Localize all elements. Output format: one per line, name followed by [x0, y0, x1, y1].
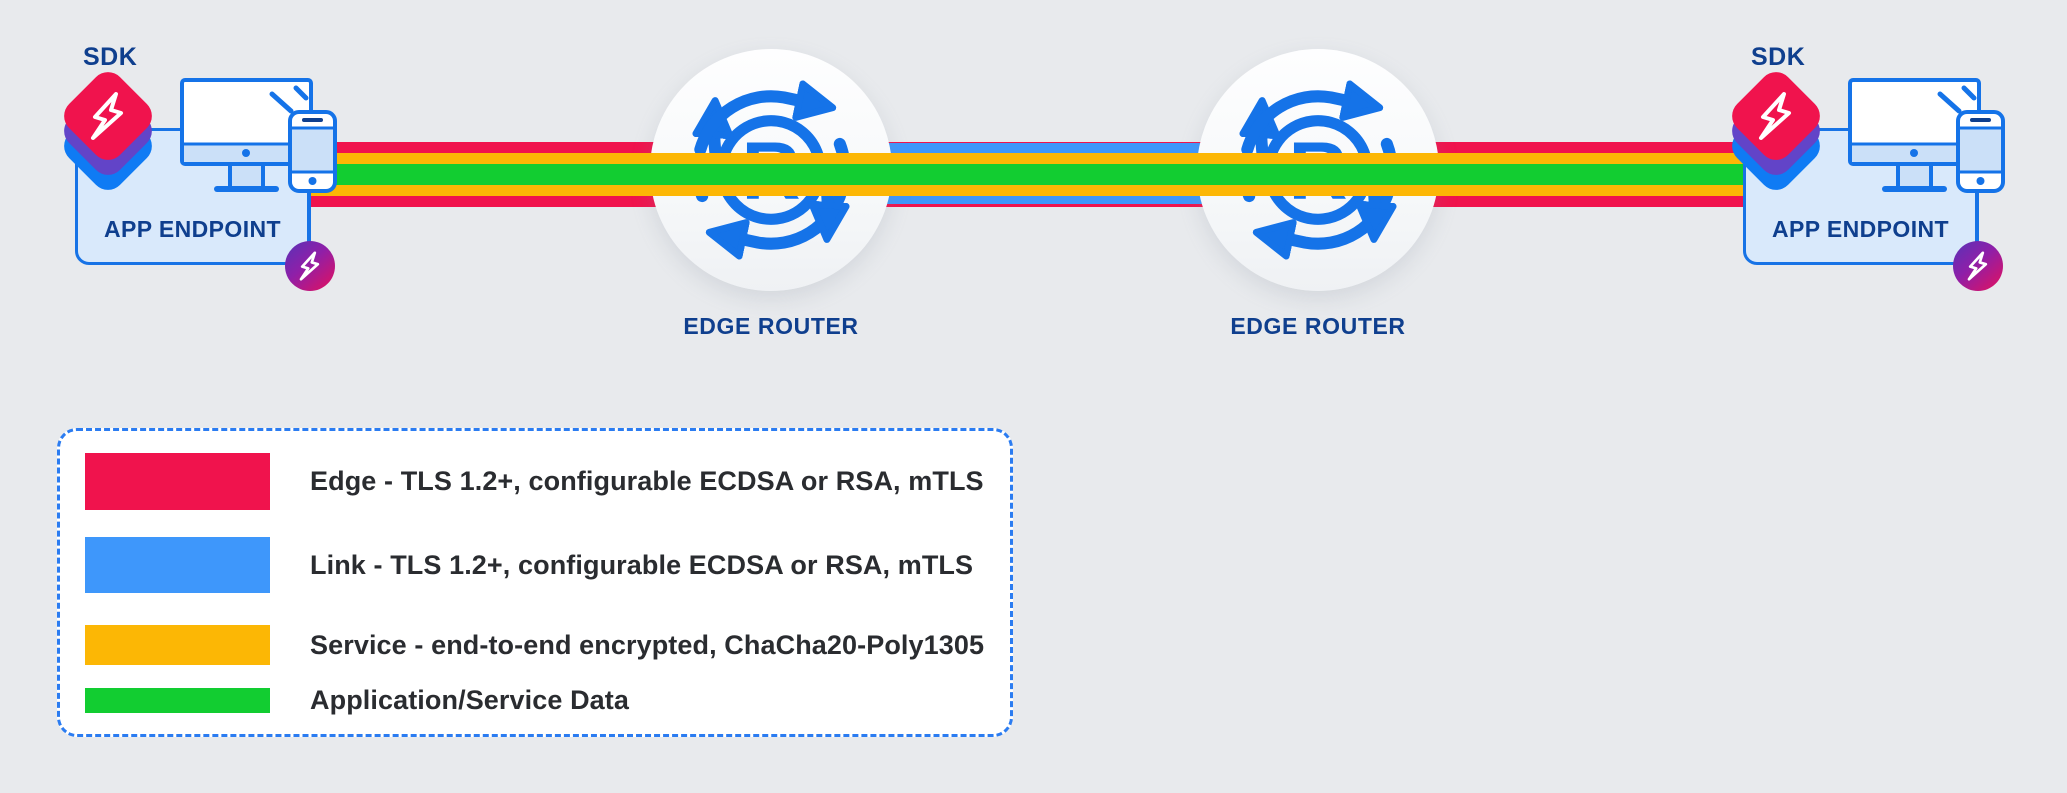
lightning-bolt-icon — [299, 251, 320, 281]
sdk-label: SDK — [83, 43, 138, 71]
legend-label-service: Service - end-to-end encrypted, ChaCha20… — [310, 629, 985, 660]
app-endpoint-label: APP ENDPOINT — [1772, 216, 1949, 242]
identity-badge — [1953, 241, 2003, 291]
service-channel-bottom-line — [310, 185, 1743, 196]
legend-label-link: Link - TLS 1.2+, configurable ECDSA or R… — [310, 549, 974, 580]
link-channel-bottom-line — [771, 194, 1318, 204]
legend-row-edge: Edge - TLS 1.2+, configurable ECDSA or R… — [85, 453, 998, 510]
edge-router-right: R EDGE ROUTER — [1197, 49, 1439, 349]
edge-router-label: EDGE ROUTER — [1230, 313, 1406, 339]
legend-row-service: Service - end-to-end encrypted, ChaCha20… — [85, 625, 998, 665]
app-endpoint-left: SDK APP ENDPOINT — [55, 40, 345, 300]
sdk-label: SDK — [1751, 43, 1806, 71]
endpoint-badge-connector — [308, 190, 311, 276]
legend-swatch-link — [85, 537, 270, 593]
app-endpoint-label: APP ENDPOINT — [104, 216, 281, 242]
mobile-phone-icon — [288, 110, 337, 193]
legend-label-edge: Edge - TLS 1.2+, configurable ECDSA or R… — [310, 466, 984, 496]
edge-router-left: R EDGE ROUTER — [650, 49, 892, 349]
app-endpoint-right: SDK APP ENDPOINT — [1723, 40, 2013, 300]
link-channel-top-line — [771, 143, 1318, 153]
edge-router-label: EDGE ROUTER — [683, 313, 859, 339]
legend-swatch-application-data — [85, 688, 270, 713]
service-channel-top-line — [310, 153, 1743, 164]
identity-badge — [285, 241, 335, 291]
legend-label-application-data: Application/Service Data — [310, 685, 630, 715]
lightning-bolt-icon — [91, 92, 123, 140]
mobile-phone-icon — [1956, 110, 2005, 193]
lightning-bolt-icon — [1759, 92, 1791, 140]
endpoint-badge-connector — [1976, 190, 1979, 276]
desktop-monitor-icon — [180, 78, 313, 192]
application-data-line — [310, 164, 1743, 185]
lightning-bolt-icon — [1967, 251, 1988, 281]
legend-row-application-data: Application/Service Data — [85, 685, 998, 715]
legend-swatch-service — [85, 625, 270, 665]
legend-box: Edge - TLS 1.2+, configurable ECDSA or R… — [57, 428, 1013, 737]
legend-row-link: Link - TLS 1.2+, configurable ECDSA or R… — [85, 537, 998, 593]
legend-swatch-edge — [85, 453, 270, 510]
